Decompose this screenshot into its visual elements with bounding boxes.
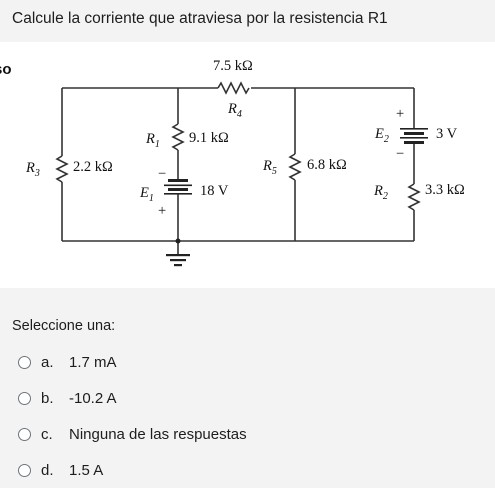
circuit-figure: so [0, 42, 495, 288]
r3-label: R3 [25, 160, 40, 179]
option-text: Ninguna de las respuestas [69, 425, 247, 443]
e2-minus-sign: − [396, 146, 404, 162]
e1-value: 18 V [200, 183, 229, 199]
option-text: -10.2 A [69, 389, 117, 407]
e2-plus-sign: + [396, 106, 404, 122]
r5-label: R5 [262, 158, 277, 177]
answer-option-b[interactable]: b. -10.2 A [18, 380, 247, 416]
answer-option-a[interactable]: a. 1.7 mA [18, 344, 247, 380]
r3-value: 2.2 kΩ [73, 159, 113, 175]
option-letter: a. [41, 353, 54, 371]
answer-options: a. 1.7 mA b. -10.2 A c. Ninguna de las r… [18, 344, 247, 488]
select-prompt: Seleccione una: [12, 318, 116, 334]
radio-button-icon[interactable] [18, 391, 31, 405]
e2-value: 3 V [436, 126, 458, 142]
question-text: Calcule la corriente que atraviesa por l… [12, 10, 388, 27]
r1-label: R1 [145, 131, 160, 150]
answer-option-d[interactable]: d. 1.5 A [18, 452, 247, 488]
option-text: 1.5 A [69, 461, 104, 479]
e2-battery-symbol [400, 128, 428, 144]
radio-button-icon[interactable] [18, 427, 31, 441]
e2-label: E2 [374, 126, 389, 145]
option-letter: d. [41, 461, 54, 479]
clipped-label: so [0, 61, 12, 78]
option-letter: c. [41, 425, 53, 443]
radio-button-icon[interactable] [18, 463, 31, 477]
e1-battery-symbol [164, 179, 192, 195]
r4-value: 7.5 kΩ [213, 58, 253, 74]
r5-value: 6.8 kΩ [307, 157, 347, 173]
e1-plus-sign: + [158, 203, 166, 219]
e1-minus-sign: − [158, 166, 166, 182]
r2-value: 3.3 kΩ [425, 182, 465, 198]
radio-button-icon[interactable] [18, 355, 31, 369]
answer-option-c[interactable]: c. Ninguna de las respuestas [18, 416, 247, 452]
option-text: 1.7 mA [69, 353, 117, 371]
r4-label: R4 [227, 101, 242, 120]
ground-icon [166, 238, 190, 267]
r1-value: 9.1 kΩ [189, 130, 229, 146]
e1-label: E1 [139, 185, 154, 204]
r2-label: R2 [373, 183, 388, 202]
option-letter: b. [41, 389, 54, 407]
